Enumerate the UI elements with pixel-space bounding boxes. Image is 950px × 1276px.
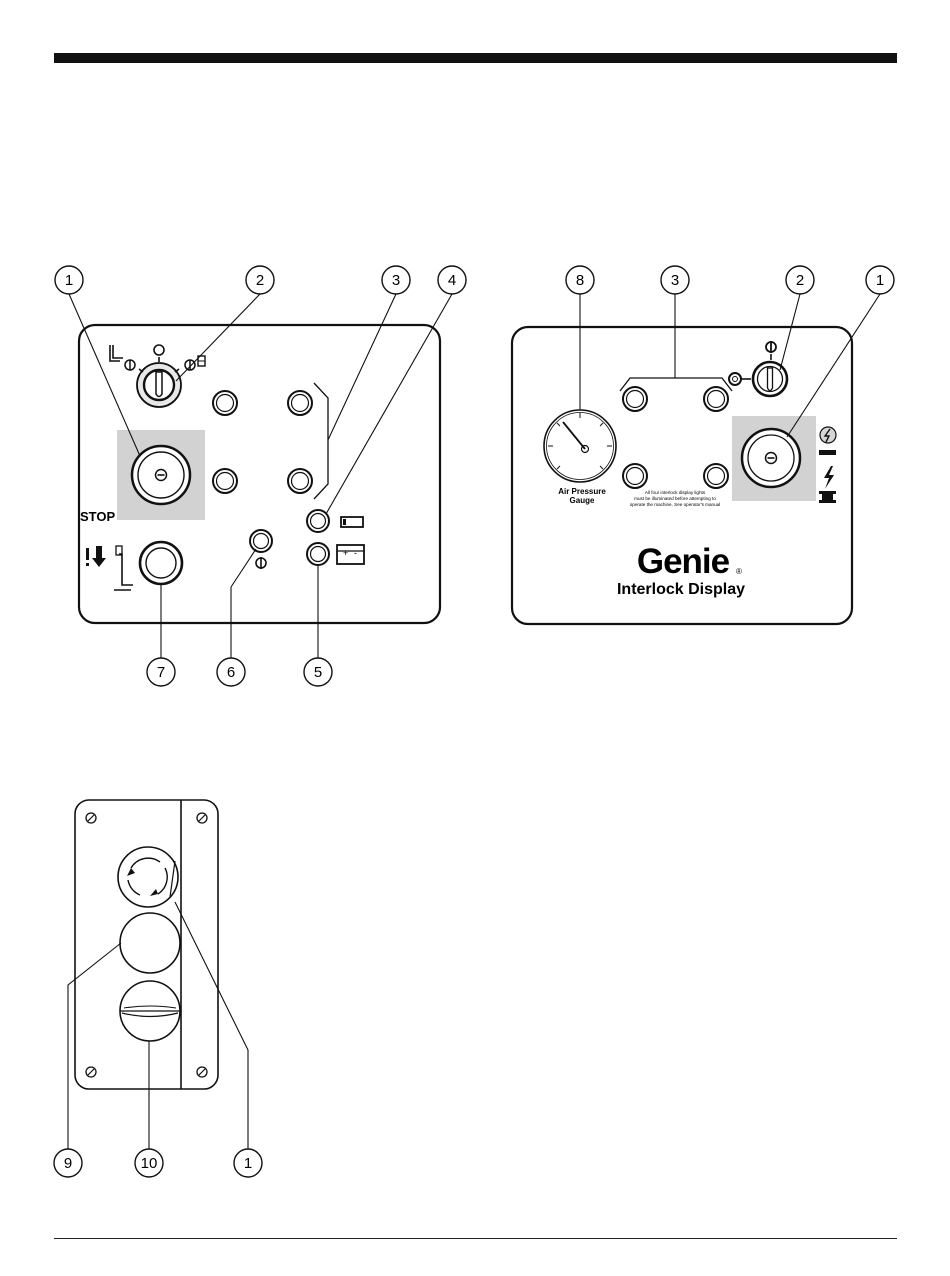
callout-marker: 9 [54, 1149, 82, 1177]
ground-icon [819, 491, 836, 494]
genie-logo: Genie [637, 542, 730, 581]
svg-text:1: 1 [65, 272, 73, 289]
svg-text:-: - [354, 548, 357, 558]
key-switch[interactable] [137, 363, 181, 407]
air-pressure-gauge [544, 410, 616, 482]
svg-text:+: + [343, 548, 348, 558]
interlock-display-panel: Air Pressure Gauge All four interlock di… [512, 327, 852, 624]
svg-text:7: 7 [157, 664, 165, 681]
svg-text:2: 2 [796, 272, 804, 289]
battery-charge-icon: + - [337, 545, 364, 564]
gauge-label: Gauge [570, 496, 595, 505]
svg-text:3: 3 [671, 272, 679, 289]
svg-text:2: 2 [256, 272, 264, 289]
callout-marker: 5 [304, 658, 332, 686]
left-control-panel: STOP [79, 325, 440, 623]
callout-marker: 6 [217, 658, 245, 686]
footer-rule [54, 1238, 897, 1239]
callout-marker: 2 [246, 266, 274, 294]
callout-marker: 4 [438, 266, 466, 294]
callout-marker: 10 [135, 1149, 163, 1177]
power-indicator-light [250, 530, 272, 552]
lowering-override-button[interactable] [140, 542, 182, 584]
screw-icon [86, 1067, 96, 1077]
callout-marker: 7 [147, 658, 175, 686]
svg-text:1: 1 [244, 1155, 252, 1172]
push-button[interactable] [120, 913, 180, 973]
svg-text:1: 1 [876, 272, 884, 289]
callout-marker: 3 [661, 266, 689, 294]
svg-text:5: 5 [314, 664, 322, 681]
no-power-icon [820, 427, 836, 443]
svg-text:3: 3 [392, 272, 400, 289]
battery-low-icon [341, 517, 363, 527]
screw-icon [197, 1067, 207, 1077]
emergency-stop-button[interactable] [132, 446, 190, 504]
selector-switch[interactable] [120, 981, 180, 1041]
ground-icon [819, 450, 836, 455]
svg-text:8: 8 [576, 272, 584, 289]
svg-text:9: 9 [64, 1155, 72, 1172]
screw-icon [197, 813, 207, 823]
interlock-note: All four interlock display lights [645, 490, 706, 495]
stop-label: STOP [80, 509, 115, 524]
callout-marker: 2 [786, 266, 814, 294]
svg-text:4: 4 [448, 272, 456, 289]
callout-marker: 8 [566, 266, 594, 294]
callout-marker: 1 [55, 266, 83, 294]
interlock-display-title: Interlock Display [617, 581, 745, 598]
key-switch[interactable] [753, 362, 787, 396]
interlock-note: operate the machine. See operator's manu… [630, 502, 721, 507]
emergency-stop-button[interactable] [118, 847, 178, 907]
interlock-note: must be illuminated before attempting to [634, 496, 716, 501]
svg-text:10: 10 [141, 1155, 158, 1172]
callout-marker: 3 [382, 266, 410, 294]
emergency-stop-button[interactable] [742, 429, 800, 487]
battery-charge-light [307, 543, 329, 565]
callout-marker: 1 [234, 1149, 262, 1177]
screw-icon [86, 813, 96, 823]
registered-mark: ® [736, 567, 742, 576]
svg-text:6: 6 [227, 664, 235, 681]
battery-low-light [307, 510, 329, 532]
callout-marker: 1 [866, 266, 894, 294]
gauge-label: Air Pressure [558, 487, 606, 496]
